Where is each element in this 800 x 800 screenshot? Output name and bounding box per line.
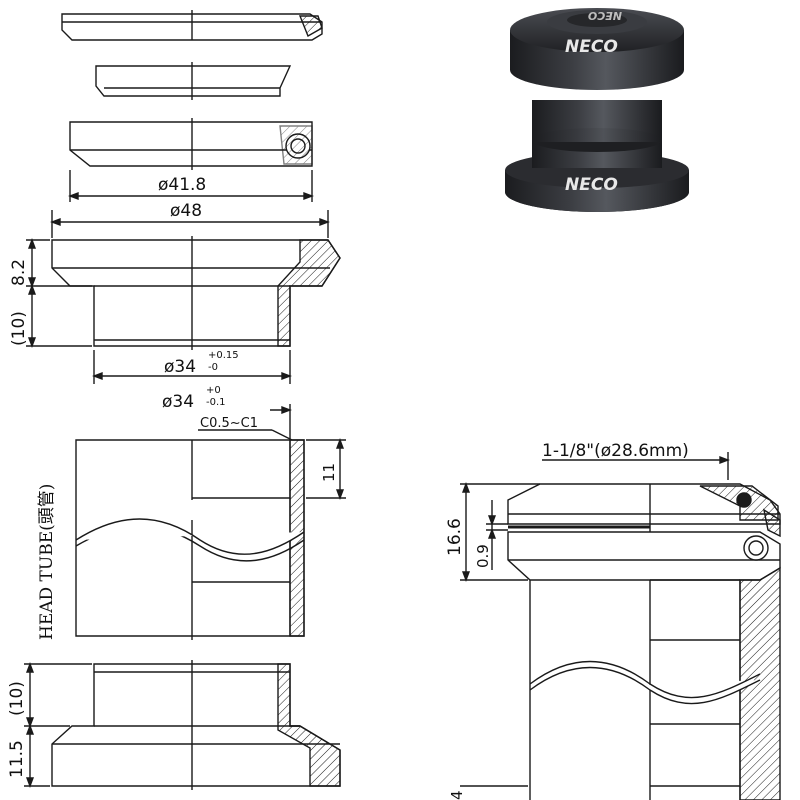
photo-logo-cap: NECO — [588, 9, 622, 22]
label-chamfer-depth: 11 — [320, 463, 338, 482]
photo-logo-top: NECO — [565, 37, 618, 57]
label-lower-cup-height: 11.5 — [7, 740, 27, 778]
label-lower-insert-depth: (10) — [7, 681, 27, 716]
assembled-view-labels: 1-1/8"(ø28.6mm) 16.6 0.9 4 — [445, 441, 689, 800]
label-stack-height: 16.6 — [445, 518, 465, 556]
label-insert-od-tol-lower: -0 — [208, 362, 218, 373]
label-steerer-size: 1-1/8"(ø28.6mm) — [542, 441, 689, 461]
label-tube-id: ø34 — [162, 392, 194, 412]
label-bottom-fragment: 4 — [448, 790, 466, 800]
assembled-view — [460, 452, 781, 800]
top-cap-part — [61, 10, 323, 41]
exploded-view — [24, 10, 346, 790]
label-insert-od: ø34 — [164, 357, 196, 377]
product-photo: NECO NECO NECO — [458, 0, 708, 240]
label-chamfer: C0.5~C1 — [200, 416, 258, 431]
label-gap: 0.9 — [474, 544, 492, 568]
label-insert-depth: (10) — [9, 311, 29, 346]
lower-cup-part — [51, 660, 341, 790]
label-head-tube: HEAD TUBE(頭管) — [37, 484, 57, 640]
label-cup-height: 8.2 — [9, 259, 29, 286]
label-cup-od: ø48 — [170, 201, 202, 221]
label-tube-id-tol-upper: +0 — [206, 385, 221, 396]
bearing-part — [69, 118, 313, 170]
compression-ring-part — [95, 62, 292, 100]
exploded-view-labels: ø41.8 ø48 8.2 (10) ø34 +0.15 -0 ø34 +0 -… — [7, 175, 338, 778]
photo-logo-bottom: NECO — [565, 175, 618, 195]
label-tube-id-tol-lower: -0.1 — [206, 397, 226, 408]
label-bearing-od: ø41.8 — [158, 175, 206, 195]
label-insert-od-tol-upper: +0.15 — [208, 350, 239, 361]
upper-cup-part — [51, 236, 341, 350]
head-tube-part — [75, 439, 305, 640]
